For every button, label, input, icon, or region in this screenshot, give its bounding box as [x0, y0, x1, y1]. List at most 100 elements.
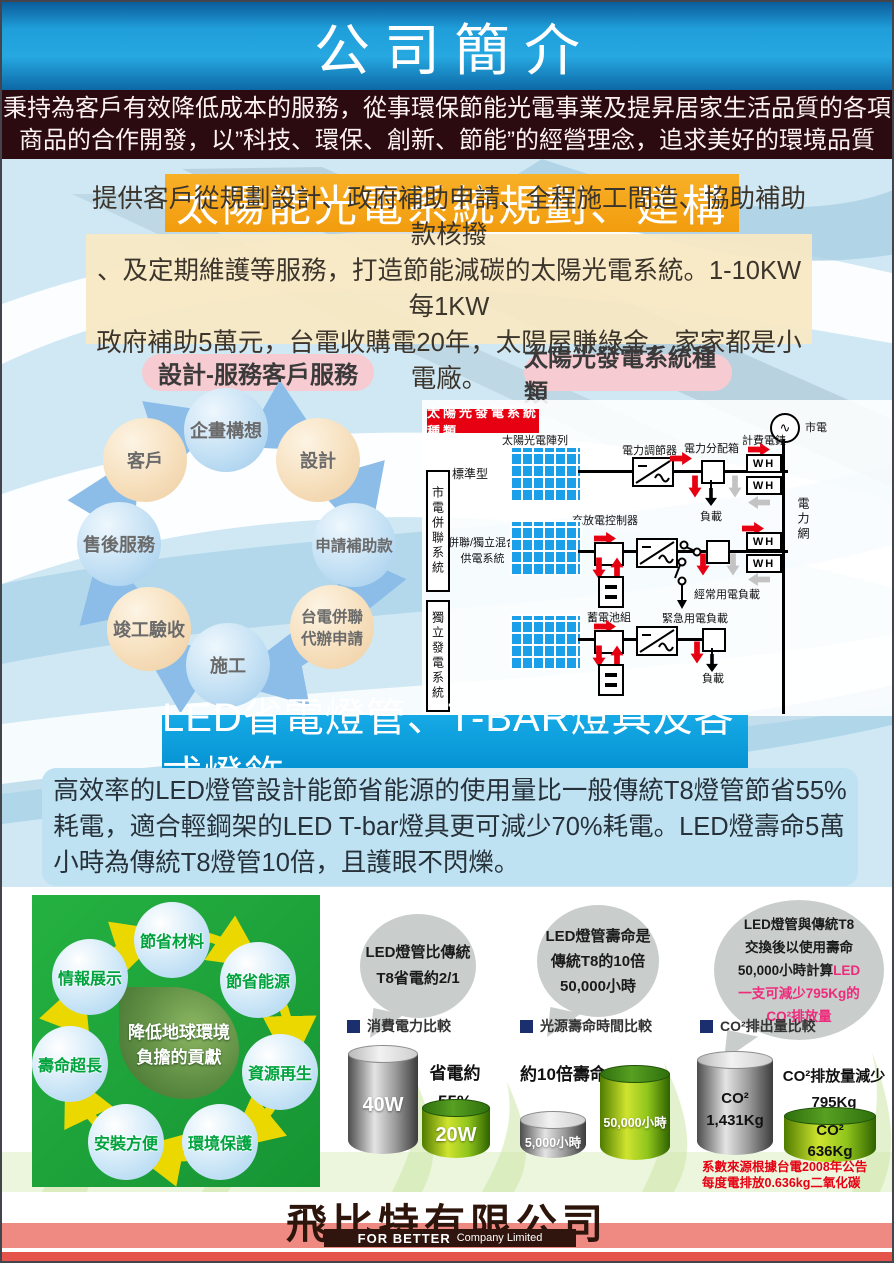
lifespan-note: 約10倍壽命 — [520, 1065, 607, 1084]
wh-meter-icon: WH — [746, 454, 782, 473]
eco-item-energy: 節省能源 — [220, 942, 296, 1018]
bubble-line: 傳統T8的10倍 — [550, 952, 646, 970]
bubble-line: LED燈管比傳統 — [365, 944, 471, 961]
eco-center-leaf: 降低地球環境 負擔的貢獻 — [119, 987, 239, 1099]
eco-item-lifespan: 壽命超長 — [32, 1026, 108, 1102]
cylinder-value: 50,000小時 — [603, 1116, 667, 1130]
distribution-box-icon — [706, 540, 730, 564]
cylinder-t8-co2: CO² 1,431Kg — [697, 1051, 773, 1155]
load-label: 負載 — [700, 511, 722, 523]
standalone-group-box: 獨立發電系統 — [426, 600, 450, 712]
normal-load-label: 經常用電負載 — [694, 589, 760, 601]
solar-section-title-box: 太陽能光電系統規劃、建構 — [165, 174, 739, 232]
solar-section-body: 提供客戶從規劃設計、政府補助申請、全程施工間造、協助補助款核撥 、及定期維護等服… — [91, 185, 806, 393]
cylinder-t8-5000h: 5,000小時 — [520, 1111, 586, 1158]
cylinder-value: 20W — [435, 1124, 477, 1146]
bubble-line: LED燈管壽命是 — [545, 927, 651, 945]
bubble-line: CO²排放量 — [766, 1008, 832, 1024]
cycle-step-design: 設計 — [276, 418, 360, 502]
pill-system-types: 太陽光發電系統種類 — [524, 345, 732, 407]
standalone-group-label: 獨立發電系統 — [430, 611, 445, 701]
intro-line-1: 秉持為客戶有效降低成本的服務，從事環保節能光電事業及提昇居家生活品質的各項 — [3, 94, 891, 122]
row2-type-label: 併聯/獨立混合 供電系統 — [448, 537, 518, 565]
pv-array-label: 太陽光電陣列 — [502, 435, 568, 447]
standalone-load-label: 負載 — [702, 673, 724, 685]
bubble-co2: LED燈管與傳統T8 交換後以使用壽命 50,000小時計算LED 一支可減少7… — [714, 900, 884, 1040]
cycle-step-customer: 客戶 — [103, 418, 187, 502]
row1-wire — [578, 470, 788, 473]
legend-label: 消費電力比較 — [367, 1018, 451, 1034]
bubble-line: 50,000小時 — [560, 977, 636, 995]
cycle-step-aftersale: 售後服務 — [77, 502, 161, 586]
led-section-title-box: LED省電燈管、T-BAR燈具及各式燈飾 — [162, 696, 748, 798]
grid-ac-source-icon: ∿ — [770, 413, 800, 443]
emergency-load-label: 緊急用電負載 — [662, 613, 728, 625]
header-band: 公司簡介 — [2, 2, 892, 90]
intro-banner: 秉持為客戶有效降低成本的服務，從事環保節能光電事業及提昇居家生活品質的各項 商品… — [2, 90, 892, 159]
pill-system-types-label: 太陽光發電系統種類 — [524, 344, 716, 407]
inverter-icon — [636, 538, 678, 568]
cylinder-value: 5,000小時 — [524, 1136, 582, 1150]
switch-icon — [679, 540, 702, 557]
cycle-step-subsidy: 申請補助款 — [312, 503, 396, 587]
row2-wire — [578, 550, 788, 553]
eco-item-recycle: 資源再生 — [242, 1034, 318, 1110]
emission-source-note: 系數來源根據台電2008年公告 每度電排放0.636kg二氧化碳 — [702, 1160, 868, 1190]
legend-label: CO²排出量比較 — [720, 1018, 816, 1034]
eco-item-info: 情報展示 — [52, 939, 128, 1015]
legend-power: 消費電力比較 — [347, 1016, 451, 1036]
solar-panel-icon — [510, 520, 582, 576]
grid-vertical-line — [782, 439, 785, 714]
cycle-step-taipower: 台電併聯 代辦申請 — [290, 585, 374, 669]
intro-line-2: 商品的合作開發，以”科技、環保、創新、節能”的經營理念，追求美好的環境品質 — [19, 126, 875, 154]
legend-square-icon — [700, 1019, 713, 1033]
grid-connected-group-box: 市電併聯系統 — [426, 470, 450, 592]
grid-source-label: 市電 — [805, 422, 827, 434]
distribution-box-label: 電力分配箱 — [684, 443, 739, 455]
bubble-line: 交換後以使用壽命 — [745, 939, 853, 955]
eco-item-materials: 節省材料 — [134, 902, 210, 978]
cylinder-value: CO² 636Kg — [807, 1122, 853, 1160]
cylinder-led-20w: 20W — [422, 1099, 490, 1158]
grid-connected-group-label: 市電併聯系統 — [430, 486, 445, 576]
led-section-body: 高效率的LED燈管設計能節省能源的使用量比一般傳統T8燈管節省55% 耗電，適合… — [53, 777, 847, 877]
bubble-line: T8省電約2/1 — [376, 970, 460, 987]
cylinder-led-co2: CO² 636Kg — [784, 1107, 876, 1162]
solar-panel-icon — [510, 446, 582, 502]
inverter-icon — [636, 626, 678, 656]
distribution-box-icon — [702, 628, 726, 652]
system-diagram-title: 太陽光發電系統種類 — [427, 405, 540, 439]
solar-panel-icon — [510, 614, 582, 670]
cylinder-value: 40W — [362, 1094, 404, 1116]
inverter-icon — [632, 457, 674, 487]
company-name-en-big: FOR BETTER — [357, 1230, 451, 1246]
charge-controller-label: 充放電控制器 — [572, 515, 638, 527]
cylinder-value: CO² 1,431Kg — [706, 1090, 764, 1129]
power-net-label: 電力網 — [796, 497, 810, 542]
bubble-line-part: LED — [833, 962, 861, 978]
bubble-power-saving: LED燈管比傳統 T8省電約2/1 — [360, 914, 476, 1018]
bubble-line-part: 50,000小時計算 — [737, 962, 834, 978]
solar-section-title: 太陽能光電系統規劃、建構 — [176, 183, 728, 231]
wh-meter-icon: WH — [746, 532, 782, 551]
battery-label: 蓄電池組 — [587, 612, 631, 624]
cycle-step-acceptance: 竣工驗收 — [107, 587, 191, 671]
bubble-lifespan: LED燈管壽命是 傳統T8的10倍 50,000小時 — [537, 905, 659, 1017]
footer-red-stripe — [2, 1252, 892, 1261]
wh-meter-icon: WH — [746, 554, 782, 573]
legend-co2: CO²排出量比較 — [700, 1016, 816, 1036]
cylinder-t8-40w: 40W — [348, 1045, 418, 1154]
row1-type-label: 標準型 — [452, 467, 489, 481]
cycle-step-construction: 施工 — [186, 623, 270, 707]
company-name-en-small: Company Limited — [456, 1232, 543, 1244]
legend-square-icon — [520, 1019, 533, 1033]
eco-item-environment: 環境保護 — [182, 1104, 258, 1180]
battery-icon — [598, 664, 624, 696]
cylinder-led-50000h: 50,000小時 — [600, 1065, 670, 1160]
page-title: 公司簡介 — [314, 18, 594, 82]
legend-square-icon — [347, 1019, 360, 1033]
bubble-line: LED燈管與傳統T8 — [743, 916, 855, 932]
eco-item-install: 安裝方便 — [88, 1104, 164, 1180]
battery-icon — [598, 576, 624, 608]
